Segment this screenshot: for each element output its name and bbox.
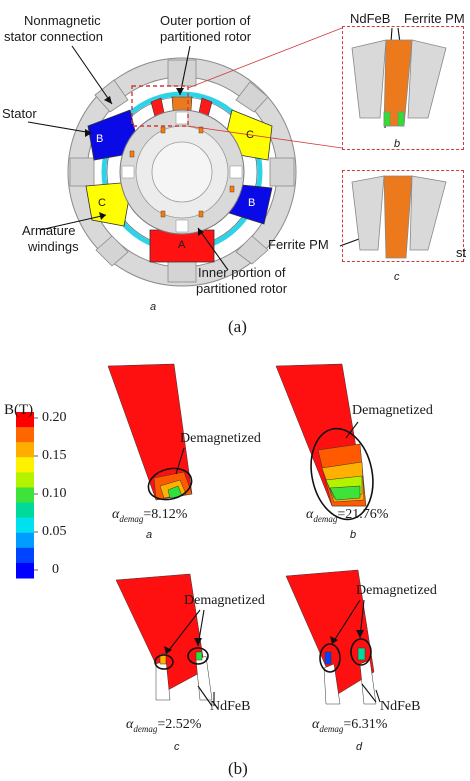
colorbar-band (16, 547, 34, 564)
label-outer-rotor-line1: Outer portion of (160, 13, 251, 28)
colorbar-band (16, 517, 34, 534)
label-nonmagnetic-line2: stator connection (4, 29, 104, 44)
sublabel-a-bottom: a (146, 529, 153, 541)
alpha-value-a: =8.12% (143, 507, 188, 522)
colorbar-band (16, 442, 34, 458)
colorbar-band (16, 472, 34, 488)
phase-label-c-right: C (246, 129, 254, 141)
ndfeb-label-c: NdFeB (210, 699, 251, 714)
label-armature-line1: Armature (22, 223, 76, 238)
label-ndfeb-zoom: NdFeB (350, 11, 391, 26)
alpha-a: αdemag=8.12% (112, 508, 187, 526)
sublabel-b-top: b (394, 138, 401, 150)
alpha-sub-c: demag (133, 723, 158, 734)
label-nonmagnetic-line1: Nonmagnetic (24, 13, 101, 28)
zoom-box-c (342, 170, 464, 262)
label-ferrite-zoom-b: Ferrite PM (404, 11, 465, 26)
zoom-box-b (342, 26, 464, 150)
demag-label-a: Demagnetized (180, 431, 261, 446)
label-inner-rotor-line1: Inner portion of (198, 265, 286, 280)
zoom-c (351, 175, 447, 259)
alpha-b: αdemag=21.76% (306, 508, 388, 526)
label-stator: Stator (2, 106, 37, 121)
colorbar-title: B(T) (4, 402, 34, 418)
demag-ellipse-d2 (350, 638, 372, 666)
label-armature-line2: windings (28, 239, 79, 254)
caption-a: (a) (228, 317, 247, 336)
zoom-b (351, 39, 447, 127)
plot-a (107, 363, 193, 501)
alpha-symbol-a: α (112, 507, 120, 522)
phase-label-b-right: B (248, 197, 256, 209)
label-ferrite-zoom-c: Ferrite PM (268, 237, 329, 252)
label-inner-rotor-line2: partitioned rotor (196, 281, 288, 296)
demag-label-c: Demagnetized (184, 593, 265, 608)
colorbar-band (16, 562, 34, 579)
colorbar-band (16, 532, 34, 549)
colorbar-band (16, 412, 34, 428)
alpha-symbol-b: α (306, 507, 314, 522)
colorbar-band (16, 487, 34, 504)
demag-ellipse-d1 (319, 643, 341, 673)
alpha-value-b: =21.76% (337, 507, 389, 522)
demag-label-d: Demagnetized (356, 583, 437, 598)
alpha-sub-a: demag (119, 513, 144, 524)
colorbar-tick-2: 0.10 (42, 486, 67, 501)
colorbar-tick-0: 0.20 (42, 410, 67, 425)
colorbar-band (16, 457, 34, 473)
demag-label-b: Demagnetized (352, 403, 433, 418)
alpha-symbol-d: α (312, 717, 320, 732)
alpha-value-d: =6.31% (343, 717, 388, 732)
sublabel-c-top: c (394, 271, 400, 283)
colorbar-tick-1: 0.15 (42, 448, 67, 463)
winding-c-left (85, 181, 133, 227)
colorbar-band (16, 427, 34, 443)
label-outer-rotor-line2: partitioned rotor (160, 29, 252, 44)
stator-teeth (69, 59, 295, 283)
colorbar-tick-4: 0 (52, 562, 59, 577)
phase-label-c-left: C (98, 197, 106, 209)
demag-ellipse-b (310, 427, 374, 521)
ndfeb-label-d: NdFeB (380, 699, 421, 714)
plot-d (285, 569, 377, 705)
alpha-value-c: =2.52% (157, 717, 202, 732)
label-cut-text: st (456, 245, 467, 260)
sublabel-c-bottom: c (174, 741, 180, 753)
colorbar-band (16, 502, 34, 519)
demag-ellipse-a (147, 467, 193, 501)
demag-ellipse-c1 (154, 654, 174, 670)
colorbar-tick-3: 0.05 (42, 524, 67, 539)
demag-ellipse-c2 (187, 647, 209, 665)
alpha-symbol-c: α (126, 717, 134, 732)
phase-label-b-left: B (96, 133, 104, 145)
armature-windings (85, 109, 273, 263)
phase-label-a: A (178, 239, 186, 251)
plot-c (115, 573, 213, 701)
sublabel-d-bottom: d (356, 741, 363, 753)
alpha-sub-b: demag (313, 513, 338, 524)
caption-b: (b) (228, 759, 248, 778)
sublabel-a-top: a (150, 301, 157, 313)
alpha-c: αdemag=2.52% (126, 718, 201, 736)
sublabel-b-bottom: b (350, 529, 357, 541)
alpha-d: αdemag=6.31% (312, 718, 387, 736)
alpha-sub-d: demag (319, 723, 344, 734)
colorbar (16, 412, 34, 579)
